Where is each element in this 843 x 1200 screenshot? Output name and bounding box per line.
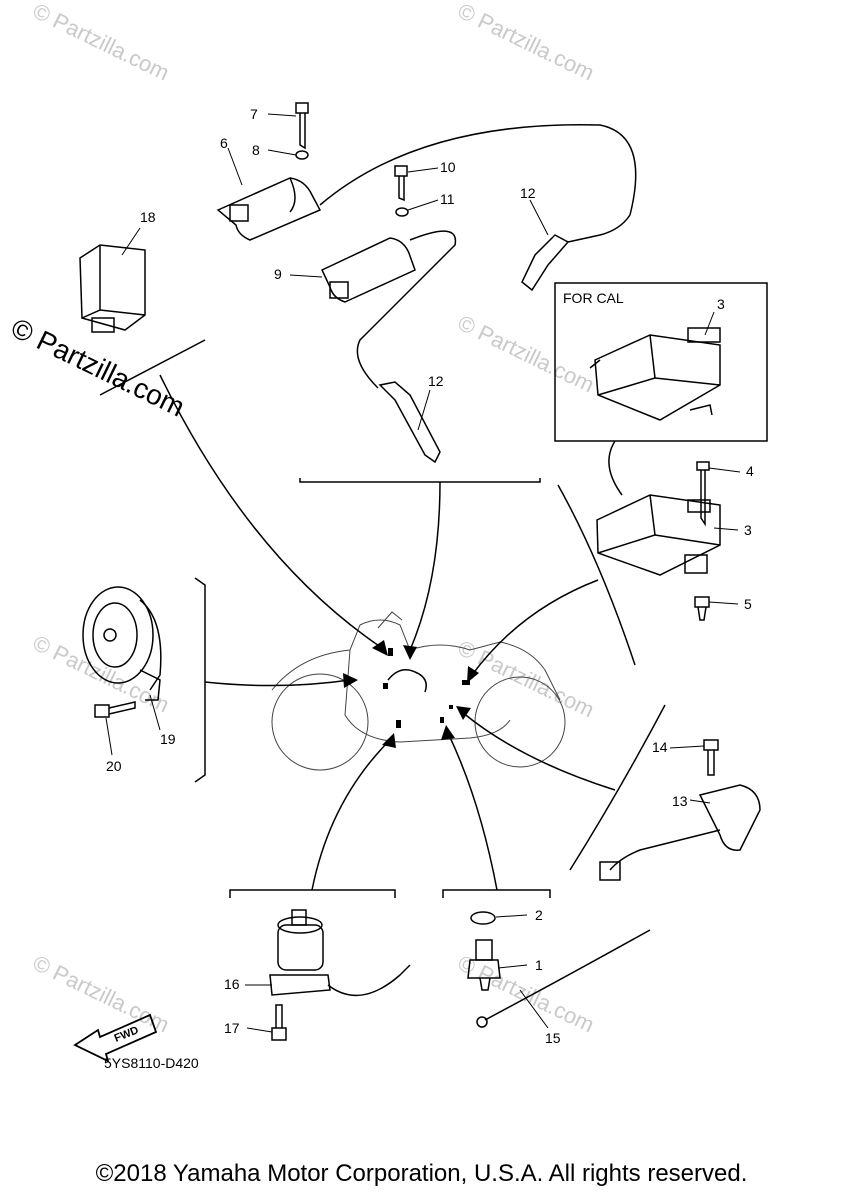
bolt-part10 <box>394 165 408 177</box>
for-cal-label: FOR CAL <box>563 290 624 306</box>
plug-cap-part12-bottom <box>378 381 441 464</box>
bracket-relay <box>99 339 206 396</box>
callout-numbers: 7 8 6 10 11 12 18 9 3 12 4 3 5 19 20 14 … <box>106 106 754 1046</box>
callout-18: 18 <box>140 209 156 225</box>
callout-4: 4 <box>746 463 754 479</box>
motorcycle-silhouette <box>271 611 566 771</box>
washer-part2 <box>470 911 496 925</box>
bolt-part14 <box>703 739 719 776</box>
grommet-part5 <box>694 596 710 621</box>
callout-14: 14 <box>652 739 668 755</box>
washer-part11 <box>395 207 409 217</box>
neutral-switch-part1 <box>467 939 501 991</box>
callout-11: 11 <box>440 191 455 207</box>
relay-part18 <box>79 244 146 333</box>
mount-points <box>383 648 470 728</box>
sensor-part13 <box>599 784 761 881</box>
cdi-unit-box-drawing <box>589 327 721 421</box>
bracket-servo <box>229 889 396 898</box>
callout-5: 5 <box>744 596 752 612</box>
leader-horn <box>204 679 351 687</box>
callout-7: 7 <box>250 106 258 122</box>
callout-6: 6 <box>220 135 228 151</box>
bolt-part20 <box>94 701 136 718</box>
leader-servo <box>311 739 391 891</box>
ignition-coil-part6 <box>216 123 637 241</box>
washer-part8 <box>295 150 309 160</box>
bolt-part7 <box>295 102 309 114</box>
callout-12-bottom: 12 <box>428 373 444 389</box>
callout-9: 9 <box>274 266 282 282</box>
callout-2: 2 <box>535 907 543 923</box>
callout-20: 20 <box>106 758 122 774</box>
diagram-code: 5YS8110-D420 <box>104 1055 199 1071</box>
wire-harness <box>387 669 427 693</box>
callout-16: 16 <box>224 976 240 992</box>
bolt-part7-shaft <box>299 113 306 150</box>
callout-12-right: 12 <box>520 185 536 201</box>
copyright-notice: ©2018 Yamaha Motor Corporation, U.S.A. A… <box>95 1160 748 1187</box>
callout-leaders <box>105 113 741 1033</box>
cable-part15 <box>476 929 651 1028</box>
callout-13: 13 <box>672 793 688 809</box>
for-cal-pointer <box>608 440 623 496</box>
leader-sensor <box>461 711 616 791</box>
servo-part16 <box>269 909 411 997</box>
fwd-label: FWD <box>113 1024 141 1045</box>
bolt-part10-shaft <box>398 176 405 202</box>
bracket-horn <box>194 577 206 783</box>
callout-19: 19 <box>160 731 176 747</box>
bracket-switch <box>442 889 551 898</box>
leader-coils <box>409 481 441 651</box>
bracket-cdi <box>557 484 636 666</box>
bracket-ignition-coils <box>299 478 541 483</box>
callout-10: 10 <box>440 159 456 175</box>
callout-17: 17 <box>224 1020 240 1036</box>
callout-8: 8 <box>252 142 260 158</box>
ignition-coil-part9 <box>321 230 457 389</box>
plug-cap-part12-right <box>521 214 631 292</box>
bolt-part17 <box>271 1004 287 1041</box>
cdi-unit-drawing <box>596 494 721 576</box>
callout-1: 1 <box>535 957 543 973</box>
callout-3-box: 3 <box>717 296 725 312</box>
leader-arrowheads <box>343 640 479 748</box>
horn-part19 <box>82 586 162 701</box>
leader-relay <box>159 374 386 651</box>
leader-cdi <box>471 579 599 676</box>
callout-15: 15 <box>545 1030 561 1046</box>
for-cal-box <box>554 282 768 442</box>
screw-part4 <box>696 461 710 527</box>
fwd-arrow <box>73 1013 158 1063</box>
leader-switch <box>447 732 498 891</box>
callout-3: 3 <box>744 522 752 538</box>
bracket-sensor <box>569 704 666 871</box>
